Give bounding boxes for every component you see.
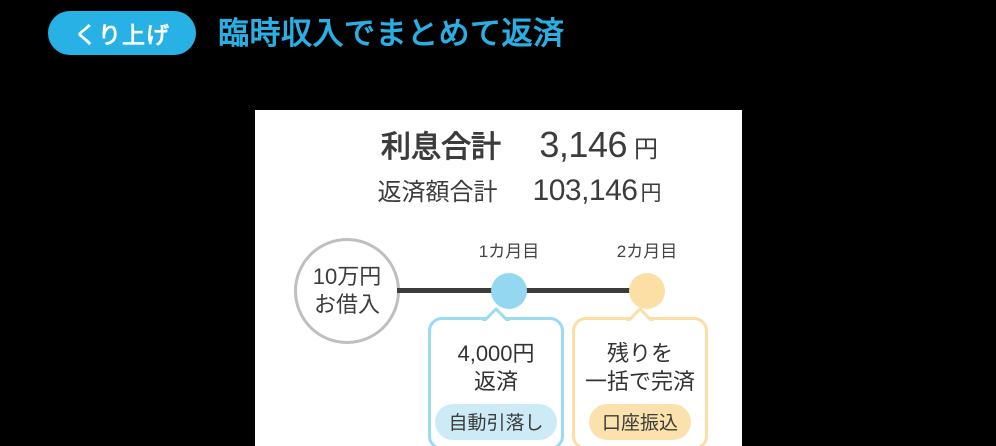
total-interest-unit: 円 [634, 136, 658, 163]
callout-month-1: 4,000円 返済 自動引落し [428, 307, 564, 446]
header-row: くり上げ 臨時収入でまとめて返済 [0, 0, 996, 66]
total-interest-value: 3,146 [539, 124, 627, 165]
status-badge-label: くり上げ [74, 22, 170, 48]
total-repayment-row: 返済額合計 103,146 円 [255, 172, 742, 208]
loan-origin-circle: 10万円 お借入 [294, 238, 400, 344]
callout-month-2-line-1: 残りを [606, 341, 673, 366]
callout-month-2: 残りを 一括で完済 口座振込 [572, 307, 708, 446]
totals-block: 利息合計 3,146 円 返済額合計 103,146 円 [255, 118, 742, 208]
repayment-timeline: 10万円 お借入 1カ月目 2カ月目 4,000円 返済 自動引落し [255, 110, 742, 446]
timeline-track-segment-1 [397, 288, 507, 293]
callout-pointer-icon [481, 306, 511, 321]
milestone-dot-month-1 [491, 273, 527, 309]
total-repayment-unit: 円 [640, 182, 662, 205]
page-title: 臨時収入でまとめて返済 [218, 15, 565, 51]
total-repayment-label: 返済額合計 [377, 179, 498, 206]
callout-month-2-method-tag: 口座振込 [588, 404, 691, 441]
callout-month-1-method-tag: 自動引落し [435, 404, 557, 441]
total-interest-row: 利息合計 3,146 円 [255, 122, 742, 166]
milestone-dot-month-2 [629, 273, 665, 309]
callout-month-2-line-2: 一括で完済 [584, 368, 695, 394]
timeline-track-segment-2 [503, 288, 645, 293]
milestone-label-month-2: 2カ月目 [616, 242, 678, 261]
total-interest-label: 利息合計 [381, 131, 501, 164]
total-repayment-value: 103,146 [532, 174, 638, 207]
repayment-summary-card: 利息合計 3,146 円 返済額合計 103,146 円 10万円 お借入 1カ… [255, 110, 742, 446]
loan-origin-amount: 10万円 [312, 264, 382, 290]
callout-pointer-icon [625, 306, 655, 321]
status-badge: くり上げ [48, 11, 196, 55]
callout-month-1-line-1: 4,000円 [457, 341, 535, 366]
milestone-label-month-1: 1カ月目 [478, 242, 540, 261]
callout-month-1-line-2: 返済 [473, 368, 518, 394]
loan-origin-caption: お借入 [313, 292, 380, 317]
